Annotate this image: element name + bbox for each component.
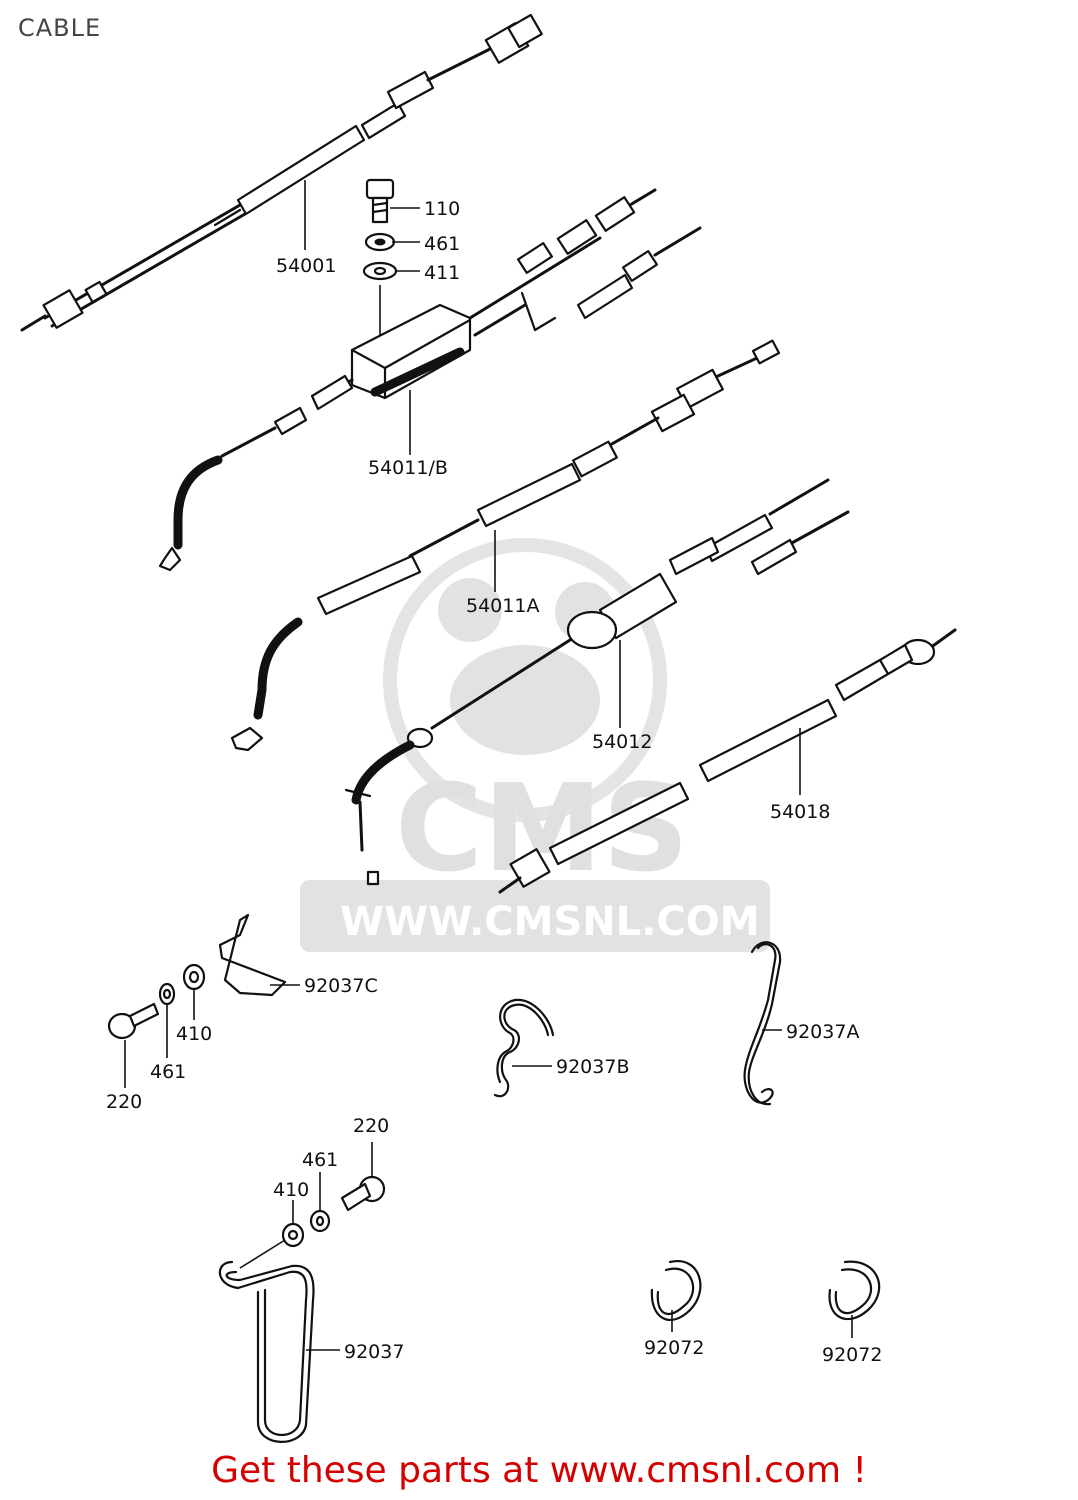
watermark-url: WWW.CMSNL.COM [340,899,760,945]
label-54011a: 54011A [466,595,539,617]
page-title: CABLE [18,14,102,42]
label-220-right: 220 [353,1115,389,1137]
washer-410-right [281,1222,305,1248]
clamp-92072-left [650,1260,702,1322]
washer-461-top [364,232,396,252]
label-92072-right: 92072 [822,1344,882,1366]
label-54011b: 54011/B [368,457,448,479]
label-110: 110 [424,198,460,220]
label-54018: 54018 [770,801,830,823]
cable-54018 [498,628,957,894]
cable-54011b [158,188,702,572]
clip-92037b [493,998,555,1098]
washer-410-left [182,963,206,991]
watermark-brand: CMS [395,760,689,899]
washer-411 [362,261,398,281]
label-92037a: 92037A [786,1021,859,1043]
footer-shop-link[interactable]: Get these parts at www.cmsnl.com ! [211,1450,867,1491]
clip-92037a [743,941,782,1106]
label-92072-left: 92072 [644,1337,704,1359]
label-54001: 54001 [276,255,336,277]
label-410-right: 410 [273,1179,309,1201]
cable-54011a [230,339,781,752]
cable-54001 [20,13,543,332]
label-92037: 92037 [344,1341,404,1363]
clamp-92072-right [828,1260,881,1321]
screw-220-left [107,1002,160,1040]
label-461-right: 461 [302,1149,338,1171]
label-410-left: 410 [176,1023,212,1045]
label-461-top: 461 [424,233,460,255]
part-labels: 54001 110 461 411 54011/B 54011A 54012 5… [106,198,882,1366]
label-54012: 54012 [592,731,652,753]
washer-461-right [309,1209,331,1233]
label-461-left: 461 [150,1061,186,1083]
clip-92037 [218,1260,315,1443]
bolt-110 [365,178,395,224]
screw-220-right [340,1175,386,1212]
label-411: 411 [424,262,460,284]
leader-lines [124,180,853,1351]
washer-461-left [158,982,176,1006]
label-92037c: 92037C [304,975,378,997]
cable-54012 [344,478,850,886]
label-220-left: 220 [106,1091,142,1113]
label-92037b: 92037B [556,1056,629,1078]
clip-92037c [218,913,287,997]
